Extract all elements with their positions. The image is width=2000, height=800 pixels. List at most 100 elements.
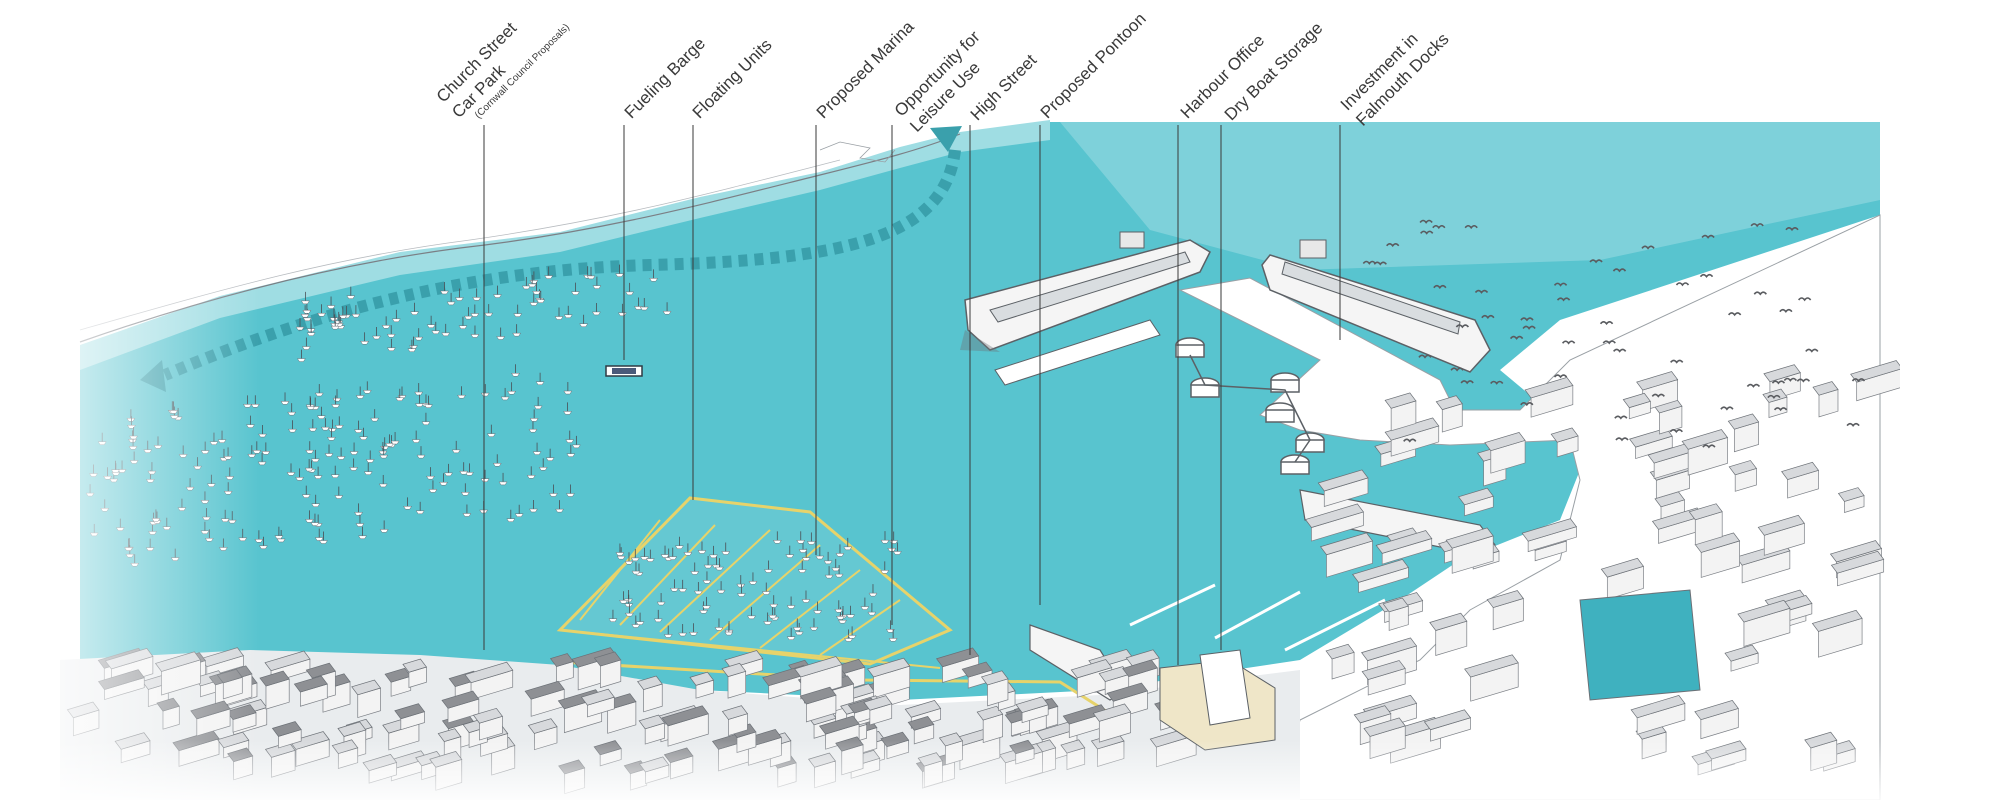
bird-icon xyxy=(1846,422,1860,427)
leader-lines xyxy=(483,125,1341,665)
sailboat-icon xyxy=(674,536,684,550)
building-icon xyxy=(1423,709,1472,742)
bird-icon xyxy=(1602,340,1616,345)
sailboat-icon xyxy=(287,403,297,416)
dock-basin xyxy=(1579,589,1701,701)
sailboat-icon xyxy=(660,545,670,558)
sailboat-icon xyxy=(649,269,659,282)
building-icon xyxy=(1429,612,1468,656)
sailboat-icon xyxy=(320,418,330,431)
building-icon xyxy=(1781,461,1820,499)
bird-icon xyxy=(1373,261,1387,266)
sailboat-icon xyxy=(506,509,516,522)
building-icon xyxy=(1811,609,1863,658)
sailboat-icon xyxy=(441,323,451,337)
building-icon xyxy=(1325,643,1355,680)
bird-icon xyxy=(1455,324,1470,329)
building-icon xyxy=(1681,429,1729,476)
sailboat-icon xyxy=(462,504,472,517)
bird-icon xyxy=(1553,374,1568,379)
sailboat-icon xyxy=(631,562,641,575)
sailboat-icon xyxy=(635,612,645,625)
sailboat-icon xyxy=(330,317,340,330)
sailboat-icon xyxy=(386,325,396,338)
sailboat-icon xyxy=(324,444,334,457)
bird-icon xyxy=(1779,308,1793,314)
bird-icon xyxy=(1432,224,1446,230)
sailboat-icon xyxy=(701,596,711,610)
building-icon xyxy=(1352,559,1409,593)
sailboat-icon xyxy=(492,285,502,298)
sailboat-icon xyxy=(747,606,756,620)
building-icon xyxy=(794,656,843,700)
sailboat-icon xyxy=(645,549,655,562)
sailboat-icon xyxy=(431,321,441,335)
bird-icon xyxy=(1783,377,1797,382)
sailboat-icon xyxy=(306,323,316,336)
sailboat-icon xyxy=(521,276,531,290)
sailboat-icon xyxy=(439,281,449,295)
sailboat-icon xyxy=(365,450,375,463)
sailboat-icon xyxy=(362,381,372,394)
sailboat-icon xyxy=(554,307,564,320)
sailboat-icon xyxy=(721,542,731,555)
sailboat-icon xyxy=(748,572,758,585)
marina-pontoons xyxy=(559,519,941,669)
building-icon xyxy=(1550,427,1579,458)
sailboat-icon xyxy=(772,531,782,544)
bird-icon xyxy=(1720,406,1734,411)
sailboat-icon xyxy=(354,503,364,516)
building-icon xyxy=(1319,532,1374,578)
sailboat-icon xyxy=(334,486,344,499)
sailboat-icon xyxy=(702,571,712,584)
building-icon xyxy=(799,686,837,723)
bird-icon xyxy=(1750,223,1764,228)
sailboat-icon xyxy=(736,575,746,588)
sailboat-icon xyxy=(457,386,466,399)
bird-icon xyxy=(1669,429,1683,434)
sailboat-icon xyxy=(806,532,816,545)
sailboat-icon xyxy=(570,282,580,295)
sailboat-icon xyxy=(428,480,438,493)
sailboat-icon xyxy=(317,304,327,317)
building-icon xyxy=(1727,413,1760,453)
sailboat-icon xyxy=(500,387,510,401)
sailboat-icon xyxy=(823,551,833,565)
sailboat-icon xyxy=(579,314,589,328)
sailboat-icon xyxy=(693,582,703,595)
sailboat-icon xyxy=(880,561,890,574)
building-icon xyxy=(1737,599,1791,647)
sailboat-icon xyxy=(566,444,576,457)
sailboat-icon xyxy=(703,556,713,569)
building-icon xyxy=(259,670,290,710)
building-icon xyxy=(1375,530,1433,565)
sailboat-icon xyxy=(472,288,482,301)
proposed-marina-area xyxy=(556,496,953,666)
building-icon xyxy=(721,705,749,737)
sailboat-icon xyxy=(824,566,834,579)
bird-flock xyxy=(1362,219,1866,449)
sailboat-icon xyxy=(330,314,340,327)
building-icon xyxy=(402,658,428,688)
sailboat-icon xyxy=(480,469,490,483)
sailboat-icon xyxy=(410,302,420,315)
sailboat-icon xyxy=(544,266,554,279)
sailboat-icon xyxy=(768,606,778,619)
sailboat-icon xyxy=(332,389,342,402)
sailboat-icon xyxy=(716,581,726,594)
building-icon xyxy=(1757,514,1805,556)
building-icon xyxy=(863,695,893,726)
sailboat-icon xyxy=(372,327,382,340)
building-icon xyxy=(1837,487,1865,513)
sailboat-icon xyxy=(624,604,634,617)
building-icon xyxy=(549,653,574,684)
sailboat-icon xyxy=(548,484,558,497)
sailboat-icon xyxy=(484,304,494,317)
sailboat-icon xyxy=(470,325,480,338)
sailboat-icon xyxy=(724,623,734,636)
sailboat-icon xyxy=(301,337,311,350)
sailboat-icon xyxy=(843,537,853,551)
sailboat-icon xyxy=(834,600,844,613)
sailboat-icon xyxy=(391,309,401,323)
